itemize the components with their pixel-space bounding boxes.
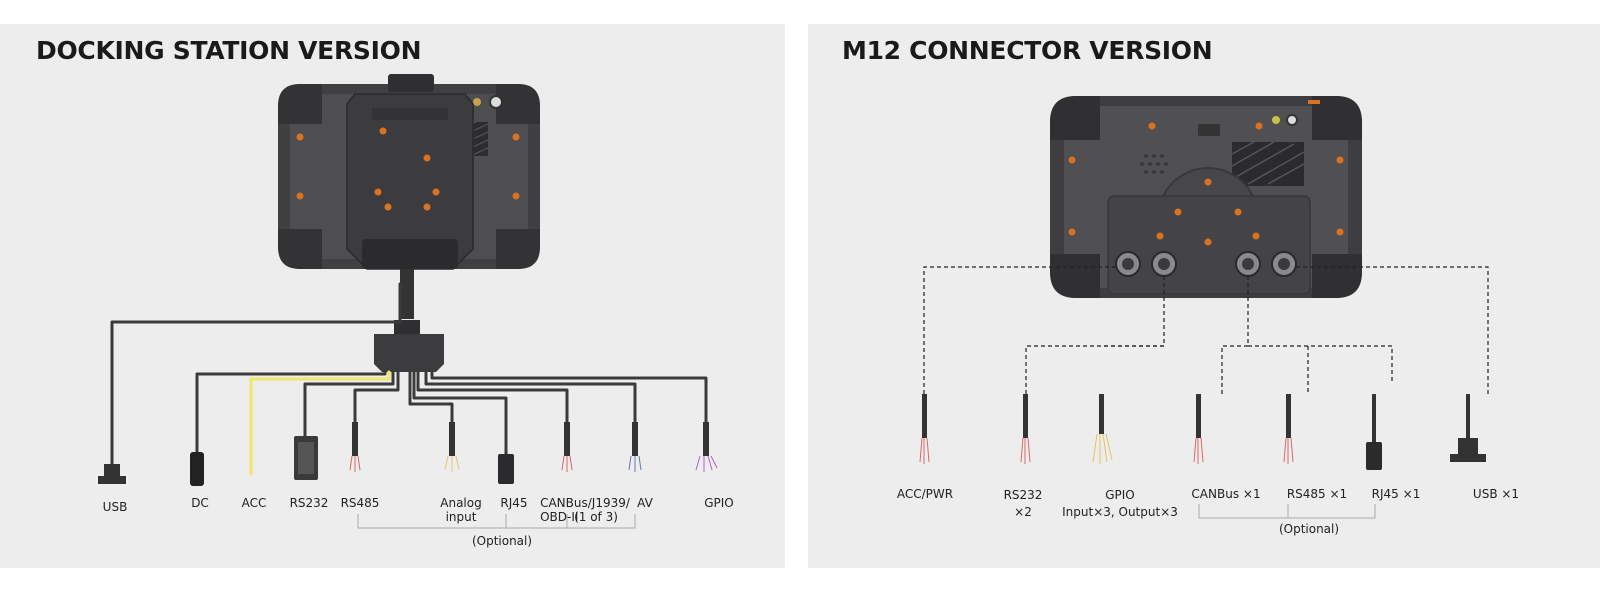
docking-wires	[110, 282, 708, 476]
m12-label-canbus: CANBus ×1	[1191, 487, 1261, 501]
m12-connector-panel: M12 CONNECTOR VERSION	[808, 24, 1600, 568]
connector-label-canbus: CANBus/J1939/ OBD-II	[540, 496, 630, 524]
m12-optional-label: (Optional)	[1278, 522, 1340, 536]
docking-optional-bracket	[357, 514, 636, 529]
docking-station-diagram	[98, 74, 718, 529]
connector-label-rs232: RS232	[289, 496, 329, 510]
m12-optional-bracket	[1198, 504, 1376, 519]
tablet-m12-back	[1050, 96, 1362, 298]
tablet-docking-back	[278, 74, 540, 270]
connector-label-usb: USB	[102, 500, 128, 514]
m12-label-rs485: RS485 ×1	[1286, 487, 1348, 501]
docking-station-panel: DOCKING STATION VERSION	[0, 24, 785, 568]
docking-connector-heads	[98, 422, 718, 486]
m12-dashed-routes	[923, 266, 1489, 394]
connector-label-gpio: GPIO	[704, 496, 734, 510]
docking-cable-trunk	[374, 269, 444, 372]
optional-label: (Optional)	[471, 534, 533, 548]
m12-label-rj45: RJ45 ×1	[1371, 487, 1421, 501]
m12-label-rs232: RS232 ×2	[1003, 488, 1043, 519]
docking-station-title: DOCKING STATION VERSION	[36, 36, 422, 65]
connector-label-one-of-three: (1 of 3)	[574, 510, 618, 524]
m12-connector-title: M12 CONNECTOR VERSION	[842, 36, 1213, 65]
m12-label-usb: USB ×1	[1472, 487, 1520, 501]
connector-label-dc: DC	[191, 496, 209, 510]
m12-connector-heads	[919, 394, 1486, 470]
m12-connector-diagram	[919, 96, 1489, 519]
connector-label-analog-input: Analog input	[440, 496, 482, 524]
connector-label-acc: ACC	[241, 496, 267, 510]
connector-label-rj45: RJ45	[500, 496, 528, 510]
m12-label-acc-pwr: ACC/PWR	[896, 487, 954, 501]
connector-label-av: AV	[637, 496, 653, 510]
connector-label-rs485: RS485	[340, 496, 380, 510]
m12-label-gpio: GPIO Input×3, Output×3	[1062, 488, 1178, 519]
